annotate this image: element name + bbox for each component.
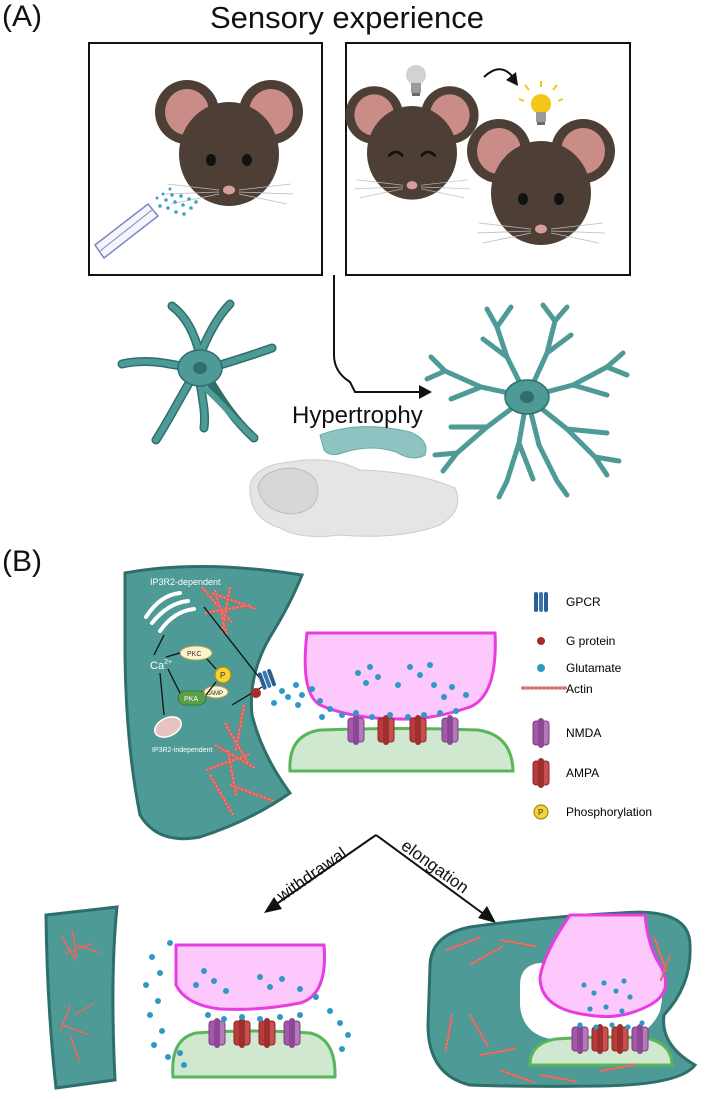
pka-label: PKA: [184, 696, 198, 703]
p-badge: [214, 666, 232, 684]
gpcr-membrane-icon: [257, 669, 276, 690]
astrocyte-process-main: [123, 565, 305, 841]
g-protein-membrane-icon: [251, 688, 261, 698]
svg-text:P: P: [538, 808, 543, 817]
panel-b-letter: (B): [2, 545, 42, 578]
elongation-label: elongation: [398, 836, 473, 897]
mitochondrion-icon: [154, 716, 182, 738]
air-puff-icon: [93, 187, 198, 260]
presynaptic-terminal: [303, 631, 497, 721]
gpcr-icon: [534, 592, 548, 612]
transition-arrowhead: [506, 72, 518, 86]
g-protein-icon: [537, 637, 545, 645]
panel-a-title: Sensory experience: [210, 0, 484, 35]
postsynaptic-withdrawn: [171, 1029, 337, 1079]
nmda-icon: [532, 717, 550, 749]
glutamate-icon: [537, 664, 545, 672]
postsynaptic-terminal: [288, 727, 515, 773]
legend: P GPCR G protein Glutamate Actin NMDA AM…: [519, 592, 652, 820]
panel-a-figure: [88, 42, 631, 537]
legend-label-phosphorylation: Phosphorylation: [566, 805, 652, 819]
pkc-label: PKC: [187, 651, 201, 658]
legend-label-actin: Actin: [566, 682, 593, 696]
er-icon: [144, 591, 196, 633]
legend-label-ampa: AMPA: [566, 766, 599, 780]
ampa-receptor: [377, 714, 395, 746]
panel-a-letter: (A): [2, 0, 42, 33]
branch-arrows: [274, 834, 486, 916]
presynaptic-withdrawn: [174, 943, 326, 1011]
hypertrophy-arrow: [333, 275, 420, 393]
legend-label-g-protein: G protein: [566, 634, 615, 648]
phosphorylation-icon: P: [533, 804, 549, 820]
mouse-awake-icon: [466, 118, 616, 246]
glutamate-main: [271, 662, 469, 720]
nmda-receptor: [347, 714, 365, 746]
bulb-off-icon: [406, 65, 426, 96]
astrocyte-small-icon: [122, 304, 272, 440]
astrocyte-process-withdrawn: [44, 905, 119, 1090]
withdrawal-arrowhead: [264, 897, 282, 913]
ip3r2-dependent-label: IP3R2-dependent: [150, 577, 221, 587]
legend-label-glutamate: Glutamate: [566, 661, 622, 675]
ca-label: Ca2+: [150, 659, 172, 672]
nmda-receptor: [441, 714, 459, 746]
legend-label-gpcr: GPCR: [566, 595, 601, 609]
camp-label: cAMP: [207, 691, 223, 697]
panel-b-figure: IP3R2-dependent Ca2+ PKC P PKA cAMP IP3R…: [44, 565, 698, 1090]
pka-badge: [177, 690, 207, 706]
hypertrophy-label: Hypertrophy: [292, 402, 423, 429]
glutamate-withdrawn: [143, 940, 351, 1068]
ampa-receptor: [409, 714, 427, 746]
ampa-icon: [532, 757, 550, 789]
mouse-left-icon: [154, 79, 304, 207]
transition-arrow: [483, 68, 513, 78]
withdrawal-label: withdrawal: [273, 844, 351, 906]
elongation-arrowhead: [478, 906, 496, 923]
brain-icon: [249, 426, 459, 537]
mouse-sleeping-icon: [345, 85, 479, 200]
ip3r2-independent-label: IP3R2-independent: [152, 747, 212, 754]
presynaptic-elongated: [538, 913, 668, 1019]
bulb-on-icon: [518, 81, 564, 125]
glutamate-elongated: [577, 978, 645, 1030]
p-label: P: [220, 671, 225, 680]
legend-label-nmda: NMDA: [566, 726, 601, 740]
astrocyte-large-icon: [424, 302, 630, 500]
hypertrophy-arrowhead: [419, 385, 432, 399]
